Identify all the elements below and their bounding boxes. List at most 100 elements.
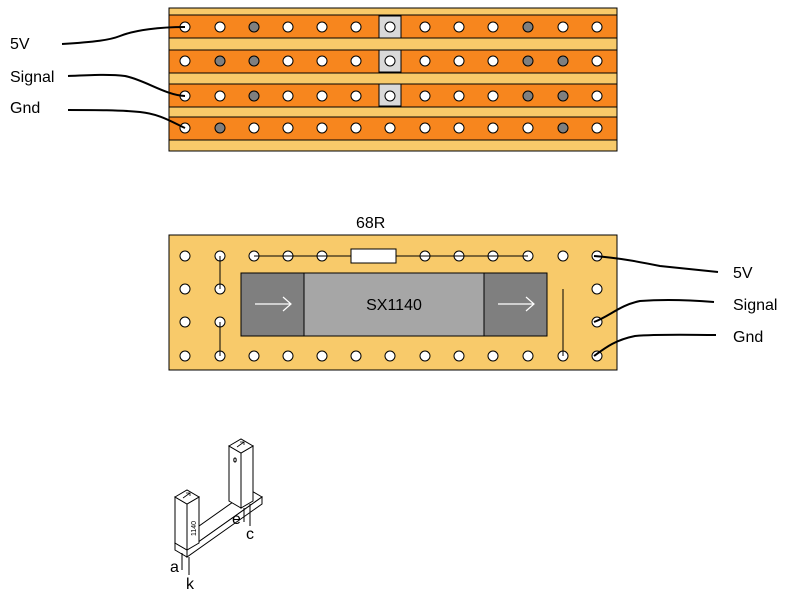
board-hole <box>591 283 603 295</box>
stripboard-wires <box>61 26 186 129</box>
track-cut-hole <box>248 90 260 102</box>
sensor-3d-body-text: 1140 <box>191 521 198 536</box>
resistor-68r <box>350 248 397 264</box>
board-hole <box>350 350 362 362</box>
component-label-5v: 5V <box>733 265 753 282</box>
board-hole <box>316 350 328 362</box>
strip-hole <box>316 21 328 33</box>
strip-hole <box>384 122 396 134</box>
strip-hole <box>248 122 260 134</box>
sensor-sx1140: SX1140 <box>240 272 548 337</box>
strip-hole <box>350 21 362 33</box>
component-label-signal: Signal <box>733 297 777 314</box>
sensor-label: SX1140 <box>366 297 422 314</box>
arrow-icon <box>182 492 191 499</box>
board-hole <box>248 350 260 362</box>
strip-hole <box>419 122 431 134</box>
strip-hole <box>316 55 328 67</box>
component-board-wires <box>593 255 719 357</box>
component-label-gnd: Gnd <box>733 329 763 346</box>
wire-gnd <box>67 109 186 129</box>
board-hole <box>384 350 396 362</box>
arrow-icon <box>236 441 245 448</box>
strip-hole <box>419 21 431 33</box>
stripboard-label-signal: Signal <box>10 69 54 86</box>
strip-hole <box>179 55 191 67</box>
strip-hole <box>316 122 328 134</box>
track-cut-hole <box>557 55 569 67</box>
strip-hole <box>591 21 603 33</box>
board-hole <box>179 350 191 362</box>
strip-hole <box>453 90 465 102</box>
strip-hole <box>591 122 603 134</box>
board-hole <box>179 283 191 295</box>
strip-hole <box>384 21 396 33</box>
strip-hole <box>350 122 362 134</box>
sensor-3d-marker <box>233 457 237 463</box>
board-hole <box>179 250 191 262</box>
track-cut-hole <box>522 21 534 33</box>
track-cut-hole <box>522 55 534 67</box>
sensor-3d-sketch <box>174 438 263 575</box>
board-hole <box>453 350 465 362</box>
board-hole <box>179 316 191 328</box>
board-hole <box>419 350 431 362</box>
strip-hole <box>453 122 465 134</box>
pin-label-a: a <box>170 559 179 576</box>
strip-hole <box>419 90 431 102</box>
strip-hole <box>487 21 499 33</box>
pin-label-c: c <box>246 526 254 543</box>
track-cut-hole <box>557 122 569 134</box>
stripboard-label-5v: 5V <box>10 36 30 53</box>
arrow-icon <box>498 296 535 312</box>
strip-hole <box>282 55 294 67</box>
strip-hole <box>487 55 499 67</box>
sensor-3d-post-left-top <box>174 489 200 505</box>
wire-5v <box>593 255 719 273</box>
strip-hole <box>316 90 328 102</box>
pin-label-k: k <box>186 576 195 593</box>
board-hole <box>591 350 603 362</box>
wire-signal <box>67 73 186 97</box>
strip-hole <box>282 122 294 134</box>
strip-hole <box>453 21 465 33</box>
strip-hole <box>384 55 396 67</box>
stripboard-label-gnd: Gnd <box>10 100 40 117</box>
strip-hole <box>282 21 294 33</box>
track-cut-hole <box>248 55 260 67</box>
track-cut-hole <box>214 55 226 67</box>
sensor-3d-post-right-face <box>240 445 254 509</box>
strip-hole <box>350 90 362 102</box>
wire-5v <box>61 26 186 45</box>
strip-hole <box>214 90 226 102</box>
arrow-icon <box>255 296 292 312</box>
strip-hole <box>350 55 362 67</box>
track-cut-hole <box>248 21 260 33</box>
strip-hole <box>557 21 569 33</box>
strip-hole <box>487 90 499 102</box>
sensor-3d-post-left <box>174 496 188 551</box>
sensor-3d-post-right <box>228 445 242 509</box>
track-cut-hole <box>214 122 226 134</box>
strip-hole <box>453 55 465 67</box>
track-cut-hole <box>522 90 534 102</box>
board-hole <box>282 350 294 362</box>
strip-hole <box>522 122 534 134</box>
board-hole <box>487 350 499 362</box>
strip-hole <box>591 55 603 67</box>
strip-hole <box>591 90 603 102</box>
stripboard <box>168 7 618 152</box>
pin-label-e: e <box>232 511 241 528</box>
component-board: 68R SX1140 <box>168 215 618 371</box>
wire-signal <box>593 298 715 323</box>
track-cut-hole <box>557 90 569 102</box>
strip-hole <box>282 90 294 102</box>
sensor-3d-post-right-top <box>228 438 254 454</box>
board-hole <box>522 350 534 362</box>
strip-hole <box>384 90 396 102</box>
resistor-label: 68R <box>356 215 385 232</box>
strip-hole <box>214 21 226 33</box>
board-hole <box>557 250 569 262</box>
strip-hole <box>487 122 499 134</box>
